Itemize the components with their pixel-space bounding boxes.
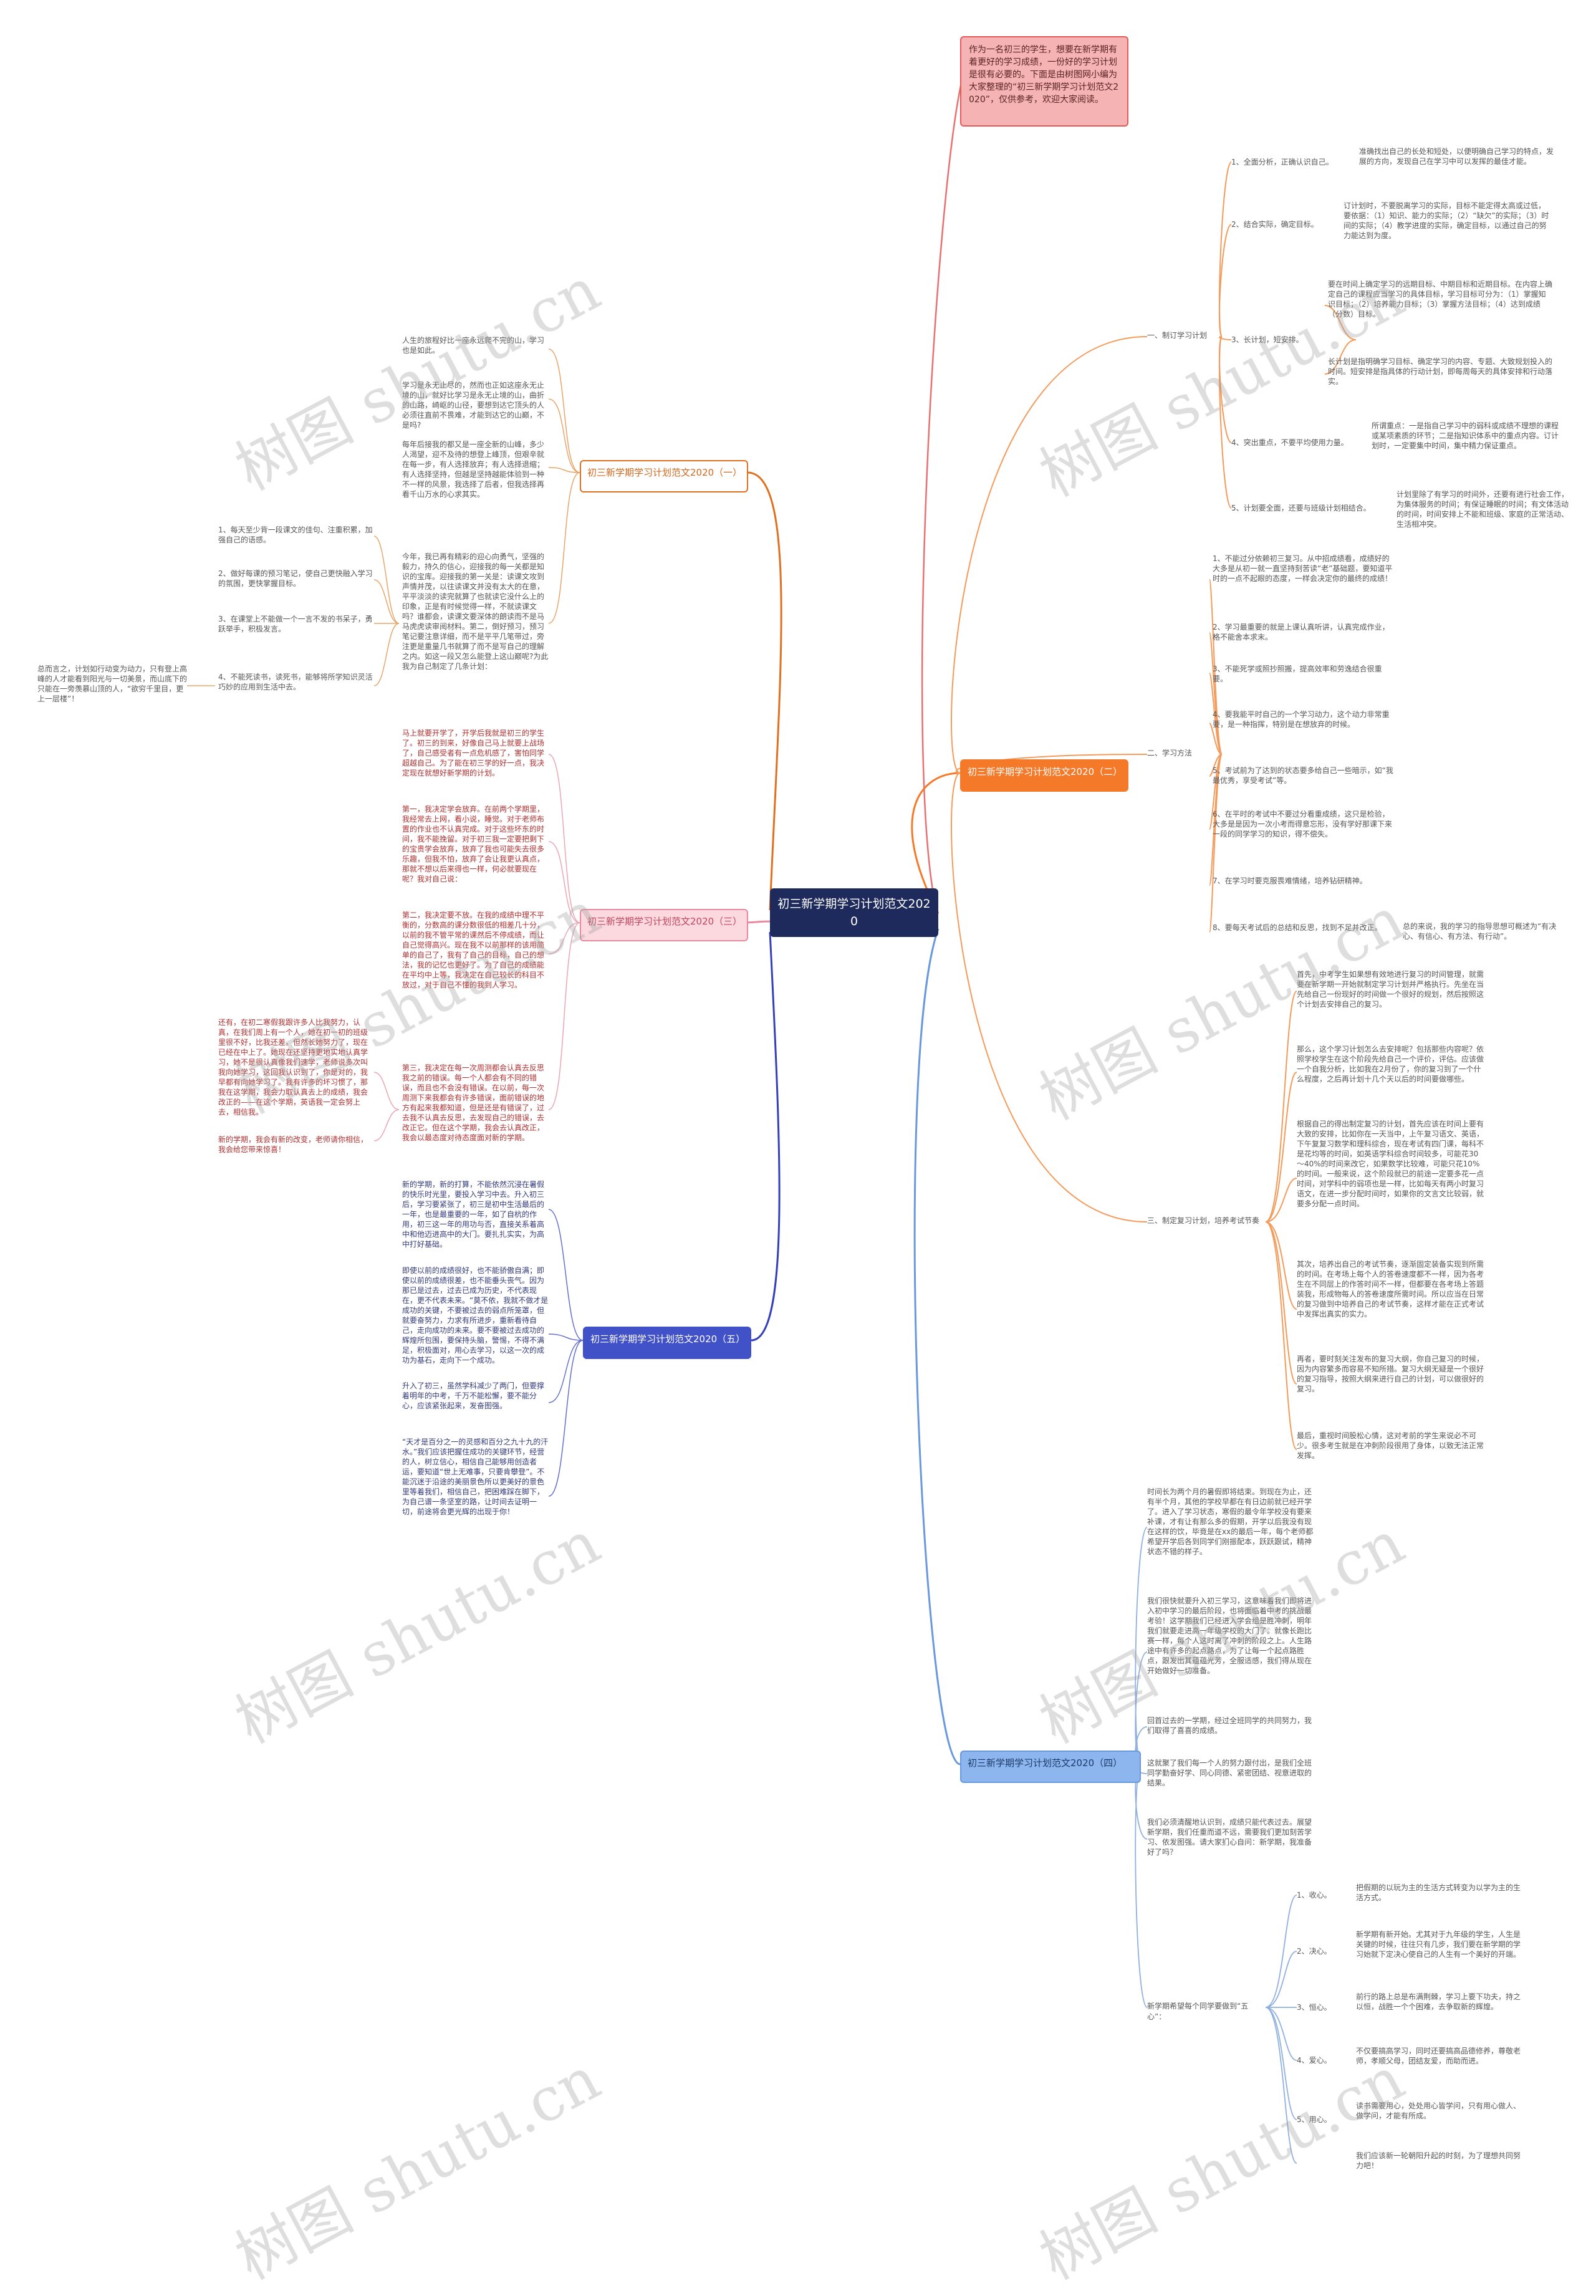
- branch-4[interactable]: 初三新学期学习计划范文2020（四）: [960, 1751, 1141, 1783]
- b2-mid-plan[interactable]: 一、制订学习计划: [1147, 331, 1208, 340]
- b3-leaf-3: 第三，我决定在每一次周测都会认真去反思我之前的错误。每一个人都会有不同的错误，而…: [402, 1064, 545, 1142]
- b1-leaf-0: 人生的旅程好比一座永远爬不完的山，学习也是如此。: [402, 336, 545, 355]
- b1-leaf-5: 2、做好每课的预习笔记，使自己更快融入学习的氛围，更快掌握目标。: [218, 569, 373, 588]
- b4-wuxin-k1: 2、决心。: [1297, 1947, 1332, 1956]
- b4-wuxin-v4: 读书需要用心，处处用心皆学问，只有用心做人、做学问，才能有所成。: [1356, 2101, 1521, 2120]
- b3-leaf-4: 还有，在初二寒假我跟许多人比我努力，认真，在我们周上有一个人，她在初一初的班级里…: [218, 1018, 368, 1117]
- b2-method-3: 4、要我能平时自己的一个学习动力，这个动力非常重要，是一种指挥，特别是在想放弃的…: [1213, 710, 1390, 729]
- b2-review-4: 再者，要时刻关注发布的复习大纲，你自己复习的时候，因为内容繁多而容易不知所措。复…: [1297, 1355, 1484, 1393]
- b4-wuxin-v0: 把假期的以玩为主的生活方式转变为以学为主的生活方式。: [1356, 1883, 1521, 1902]
- b1-leaf-6: 3、在课堂上不能做一个一言不发的书呆子，勇跃举手，积极发言。: [218, 615, 373, 633]
- b2-plan-k2: 3、长计划，短安排。: [1231, 335, 1304, 344]
- b2-plan-k1: 2、结合实际，确定目标。: [1231, 220, 1319, 229]
- b2-method-1: 2、学习最重要的就是上课认真听讲，认真完成作业，格不能舍本求末。: [1213, 623, 1390, 641]
- b2-plan-k3: 4、突出重点，不要平均使用力量。: [1231, 438, 1348, 447]
- b2-mid-review[interactable]: 三、制定复习计划，培养考试节奏: [1147, 1216, 1260, 1225]
- branch-2[interactable]: 初三新学期学习计划范文2020（二）: [960, 759, 1128, 792]
- b2-plan-v3: 所谓重点：一是指自己学习中的弱科或成绩不理想的课程或某项素质的环节；二是指知识体…: [1372, 421, 1559, 450]
- branch-5[interactable]: 初三新学期学习计划范文2020（五）: [583, 1327, 751, 1359]
- b2-plan-v1: 订计划时，不要脱离学习的实际，目标不能定得太高或过低，要依据：（1）知识、能力的…: [1344, 201, 1549, 240]
- b2-method-2: 3、不能死学或照抄照搬，提高效率和劳逸结合很重要。: [1213, 665, 1382, 683]
- b1-leaf-4: 1、每天至少背一段课文的佳句、注重积累，加强自己的语感。: [218, 526, 373, 544]
- b1-links: [187, 348, 580, 686]
- b5-leaf-3: “天才是百分之一的灵感和百分之九十九的汗水。”我们应该把握住成功的关键环节，经营…: [402, 1438, 549, 1516]
- root-topic[interactable]: 初三新学期学习计划范文2020: [770, 888, 938, 937]
- b2-plan-k4: 5、计划要全面，还要与班级计划相结合。: [1231, 504, 1371, 512]
- mindmap-connectors: [187, 74, 1357, 2164]
- b1-leaf-7: 4、不能死读书，读死书，能够将所学知识灵活巧妙的应用到生活中去。: [218, 673, 373, 691]
- b2-mid-method[interactable]: 二、学习方法: [1147, 749, 1193, 757]
- branch-3[interactable]: 初三新学期学习计划范文2020（三）: [580, 909, 748, 941]
- b2-method-tail: 总的来说，我的学习的指导思想可概述为“有决心、有信心、有方法、有行动”。: [1403, 922, 1557, 941]
- b1-leaf-1: 学习是永无止尽的，然而也正如这座永无止境的山，就好比学习是永无止境的山，曲折的山…: [402, 381, 545, 430]
- b3-leaf-2: 第二，我决定要不放。在我的成绩中理不平衡的，分数高的课分数很低的相差几十分，以前…: [402, 911, 545, 989]
- b4-wuxin-tail: 我们应该新一轮朝阳升起的时刻，为了理想共同努力吧！: [1356, 2151, 1521, 2170]
- b2-method-0: 1、不能过分依赖初三复习。从中招成绩看，成绩好的大多是从初一就一直坚持刻苦读“老…: [1213, 554, 1393, 583]
- link-root-intro: [921, 74, 964, 905]
- b2-links: [950, 161, 1357, 1450]
- b2-method-7: 8、要每天考试后的总结和反思，找到不足并改正。: [1213, 923, 1382, 932]
- b4-wuxin-v1: 新学期有新开始。尤其对于九年级的学生，人生是关键的时候，往往只有几步，我们要在新…: [1356, 1930, 1521, 1959]
- b2-review-5: 最后，重视时间股松心情，这对考前的学生来说必不可少。很多考生就是在冲刺阶段很用了…: [1297, 1431, 1484, 1460]
- b1-leaf-2: 每年后接我的都又是一座全新的山峰，多少人渴望，迎不及待的想登上峰顶，但艰辛就在每…: [402, 440, 545, 499]
- b2-plan-v0: 准确找出自己的长处和短处，以便明确自己学习的特点，发展的方向，发现自己在学习中可…: [1359, 147, 1554, 166]
- b4-leaf-3: 这就聚了我们每一个人的努力跟付出，是我们全班同学勤奋好学、同心同德、紧密团结、视…: [1147, 1759, 1312, 1787]
- b5-leaf-2: 升入了初三，虽然学科减少了两门，但要撑着明年的中考，千万不能松懈，要不能分心，应…: [402, 1381, 545, 1410]
- b4-leaf-2: 回首过去的一学期，经过全班同学的共同努力，我们取得了喜喜的成绩。: [1147, 1716, 1312, 1735]
- b3-links: [373, 754, 580, 1141]
- b1-leaf-8: 总而言之，计划如行动变为动力，只有登上高峰的人才能看到阳光与一切美景，而山底下的…: [37, 665, 188, 703]
- b2-method-6: 7、在学习时要克服畏难情绪，培养钻研精神。: [1213, 877, 1367, 885]
- b2-review-0: 首先，中考学生如果想有效地进行复习的时间管理，就需要在新学期一开始就制定学习计划…: [1297, 970, 1484, 1009]
- b4-wuxin-v3: 不仅要搞高学习，同时还要搞高品德修养，尊敬老师，孝顺父母，团结友爱，而助而进。: [1356, 2047, 1521, 2065]
- b4-leaf-4: 我们必须清醒地认识到，成绩只能代表过去。展望新学期，我们任重而道不远，需要我们更…: [1147, 1818, 1312, 1856]
- b3-leaf-0: 马上就要开学了，开学后我就是初三的学生了。初三的到来，好像自己马上就要上战场了，…: [402, 729, 545, 777]
- b2-review-3: 其次，培养出自己的考试节奏，逐渐固定装备实现到所需的时间。在考场上每个人的答卷速…: [1297, 1260, 1484, 1319]
- b2-plan-v2: 要在时间上确定学习的远期目标、中期目标和近期目标。在内容上确定自己的课程应当学习…: [1328, 280, 1553, 319]
- b5-leaf-1: 即使以前的成绩很好，也不能骄傲自满；即使以前的成绩很差，也不能垂头丧气。因为那已…: [402, 1266, 549, 1365]
- b4-wuxin-k2: 3、恒心。: [1297, 2003, 1332, 2012]
- b2-method-4: 5、考试前为了达到的状态要多给自己一些暗示，如“我最优秀，享受考试”等。: [1213, 766, 1393, 785]
- b4-wuxin-k3: 4、爱心。: [1297, 2056, 1332, 2065]
- b2-plan-v4: 计划里除了有学习的时间外，还要有进行社会工作，为集体服务的时间；有保证睡眠的时间…: [1396, 490, 1569, 529]
- b3-leaf-5: 新的学期，我会有新的改变，老师请你相信，我会给您带来惊喜！: [218, 1135, 368, 1154]
- b4-wuxin-v2: 前行的路上总是布满荆棘，学习上要下功夫，持之以恒，战胜一个个困难，去争取新的辉煌…: [1356, 1992, 1521, 2011]
- b4-leaf-1: 我们很快就要升入初三学习，这意味着我们即将进入初中学习的最后阶段，也将面临着中考…: [1147, 1597, 1312, 1675]
- branch-1[interactable]: 初三新学期学习计划范文2020（一）: [580, 460, 748, 492]
- link-root-b1: [748, 471, 782, 911]
- b4-wuxin-k4: 5、用心。: [1297, 2115, 1332, 2124]
- intro-note[interactable]: 作为一名初三的学生，想要在新学期有着更好的学习成绩，一份好的学习计划是很有必要的…: [960, 36, 1128, 127]
- b4-leaf-0: 时间长为两个月的暑假即将结束。到现在为止，还有半个月，其他的学校早都在有日边前就…: [1147, 1487, 1314, 1556]
- b2-plan-k0: 1、全面分析，正确认识自己。: [1231, 158, 1334, 166]
- link-root-b5: [751, 931, 781, 1342]
- b4-wuxin-intro[interactable]: 新学期希望每个同学要做到“五心”：: [1147, 2002, 1249, 2021]
- b1-leaf-3: 今年，我已再有精彩的迎心向勇气，坚强的毅力，持久的信心，迎接我的每一关都是知识的…: [402, 552, 549, 671]
- link-root-b2: [911, 772, 961, 914]
- mindmap-canvas: 初三新学期学习计划范文2020 作为一名初三的学生，想要在新学期有着更好的学习成…: [37, 36, 1569, 2293]
- b2-plan-v2b: 长计划是指明确学习目标、确定学习的内容、专题、大致规划投入的时间。短安排是指具体…: [1328, 357, 1553, 386]
- b5-leaf-0: 新的学期，新的打算，不能依然沉浸在暑假的快乐时光里，要投入学习中去。升入初三后，…: [402, 1180, 545, 1249]
- b2-review-2: 根据自己的得出制定复习的计划，首先应该在时间上要有大致的安排，比如你在一天当中，…: [1297, 1120, 1484, 1208]
- b4-wuxin-k0: 1、收心。: [1297, 1891, 1332, 1900]
- link-root-b4: [913, 928, 961, 1765]
- b5-links: [548, 1209, 584, 1497]
- b2-method-5: 6、在平时的考试中不要过分看重成绩，这只是检验，大多是是因为一次小考而得意忘形，…: [1213, 810, 1393, 838]
- b3-leaf-1: 第一，我决定学会放弃。在前两个学期里，我经常去上网，看小说，睡觉。对于老师布置的…: [402, 805, 545, 883]
- b2-review-1: 那么，这个学习计划怎么去安排呢？包括那些内容呢？依照学校学生在这个阶段先给自己一…: [1297, 1045, 1484, 1083]
